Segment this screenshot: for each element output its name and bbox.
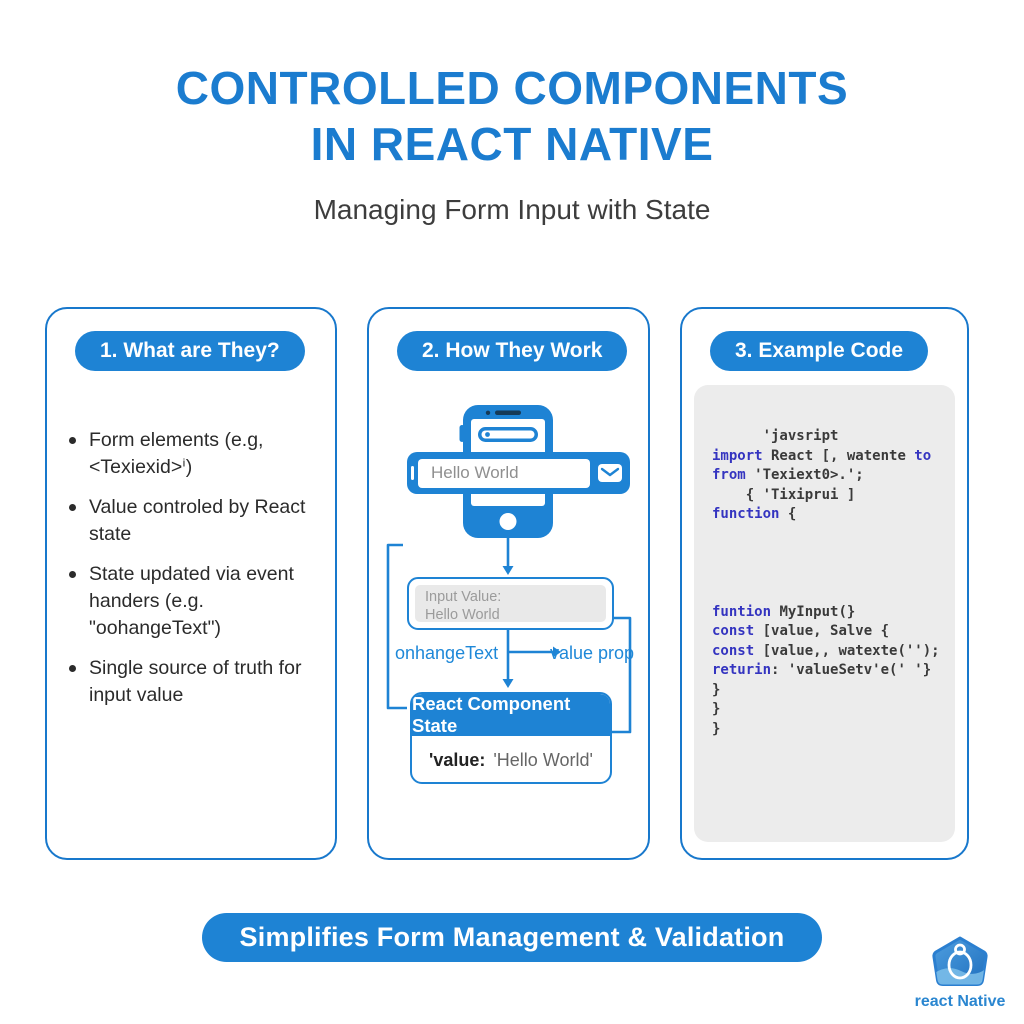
react-native-logo-label: react Native	[914, 993, 1006, 1010]
code-line: const [value,, watexte('');	[712, 642, 940, 659]
code-line: function {	[712, 506, 797, 522]
code-line: }	[712, 720, 721, 737]
right-bracket-line	[609, 616, 632, 734]
page-subtitle: Managing Form Input with State	[313, 194, 711, 225]
react-native-logo-icon	[932, 936, 988, 986]
list-item: Form elements (e.g, <Texiexid>ⁱ)	[67, 427, 317, 481]
banner-row: Simplifies Form Management & Validation	[0, 913, 1024, 962]
state-box-value-row: 'value: 'Hello World'	[412, 736, 610, 782]
arrow-down-1	[502, 538, 514, 575]
state-key: 'value:	[429, 749, 486, 770]
cards-row: 1. What are They? Form elements (e.g, <T…	[45, 307, 981, 860]
code-line: const [value, Salve {	[712, 623, 890, 639]
envelope-icon	[598, 464, 622, 482]
input-value-label: Input Value:	[425, 589, 502, 605]
flow-diagram: Hello World Input Value: Hello World onh…	[369, 309, 648, 858]
code-line	[712, 564, 945, 584]
list-item: State updated via event handers (e.g. "o…	[67, 561, 317, 642]
state-value: 'Hello World'	[493, 749, 593, 770]
card-how-they-work: 2. How They Work	[367, 307, 650, 860]
text-input-value: Hello World	[431, 463, 519, 482]
react-native-logo: react Native	[910, 936, 1010, 1011]
arrow-down-2	[502, 628, 514, 688]
card-heading-what: 1. What are They?	[75, 331, 305, 371]
code-line: funtion MyInput(}	[712, 603, 856, 620]
list-item: Single source of truth for input value	[67, 655, 317, 709]
cursor-tick	[411, 466, 414, 480]
code-line: import React [, watente to	[712, 447, 932, 464]
list-item: Value controled by React state	[67, 494, 317, 548]
input-value-box: Input Value: Hello World	[407, 577, 614, 630]
bullet-list: Form elements (e.g, <Texiexid>ⁱ) Value co…	[67, 427, 317, 709]
code-line: { 'Tixiprui ]	[712, 486, 856, 503]
code-line	[712, 525, 945, 545]
state-box-title: React Component State	[412, 694, 610, 736]
input-value-text: Hello World	[425, 607, 500, 623]
code-line: from 'Texiext0>.';	[712, 467, 864, 483]
code-line: }	[712, 701, 721, 717]
code-line	[712, 583, 945, 603]
banner: Simplifies Form Management & Validation	[201, 913, 823, 962]
code-line: }	[712, 681, 721, 698]
code-line: returin: 'valueSetv'e(' '}	[712, 662, 932, 678]
onchangetext-label: onhangeText	[395, 643, 499, 663]
header: CONTROLLED COMPONENTS IN REACT NATIVE Ma…	[0, 0, 1024, 226]
card-heading-code: 3. Example Code	[710, 331, 929, 371]
card-what-are-they: 1. What are They? Form elements (e.g, <T…	[45, 307, 337, 860]
page-title-line1: CONTROLLED COMPONENTS	[175, 62, 849, 114]
page-title: CONTROLLED COMPONENTS IN REACT NATIVE	[0, 60, 1024, 172]
value-prop-label: value prop	[550, 643, 635, 663]
input-value-inner: Input Value: Hello World	[415, 585, 606, 623]
phone-text-input: Hello World	[407, 452, 630, 494]
react-component-state-box: React Component State 'value: 'Hello Wor…	[410, 692, 612, 784]
card-heading-how: 2. How They Work	[397, 331, 628, 371]
text-input-field: Hello World	[418, 458, 590, 488]
left-bracket-line	[386, 543, 407, 710]
card-example-code: 3. Example Code 'javsript import React [,…	[680, 307, 969, 860]
code-line	[712, 544, 945, 564]
code-block: 'javsript import React [, watente to from …	[694, 385, 955, 842]
page-title-line2: IN REACT NATIVE	[310, 118, 714, 170]
code-line: 'javsript	[712, 428, 839, 444]
arrow-right-value-prop	[508, 646, 561, 658]
